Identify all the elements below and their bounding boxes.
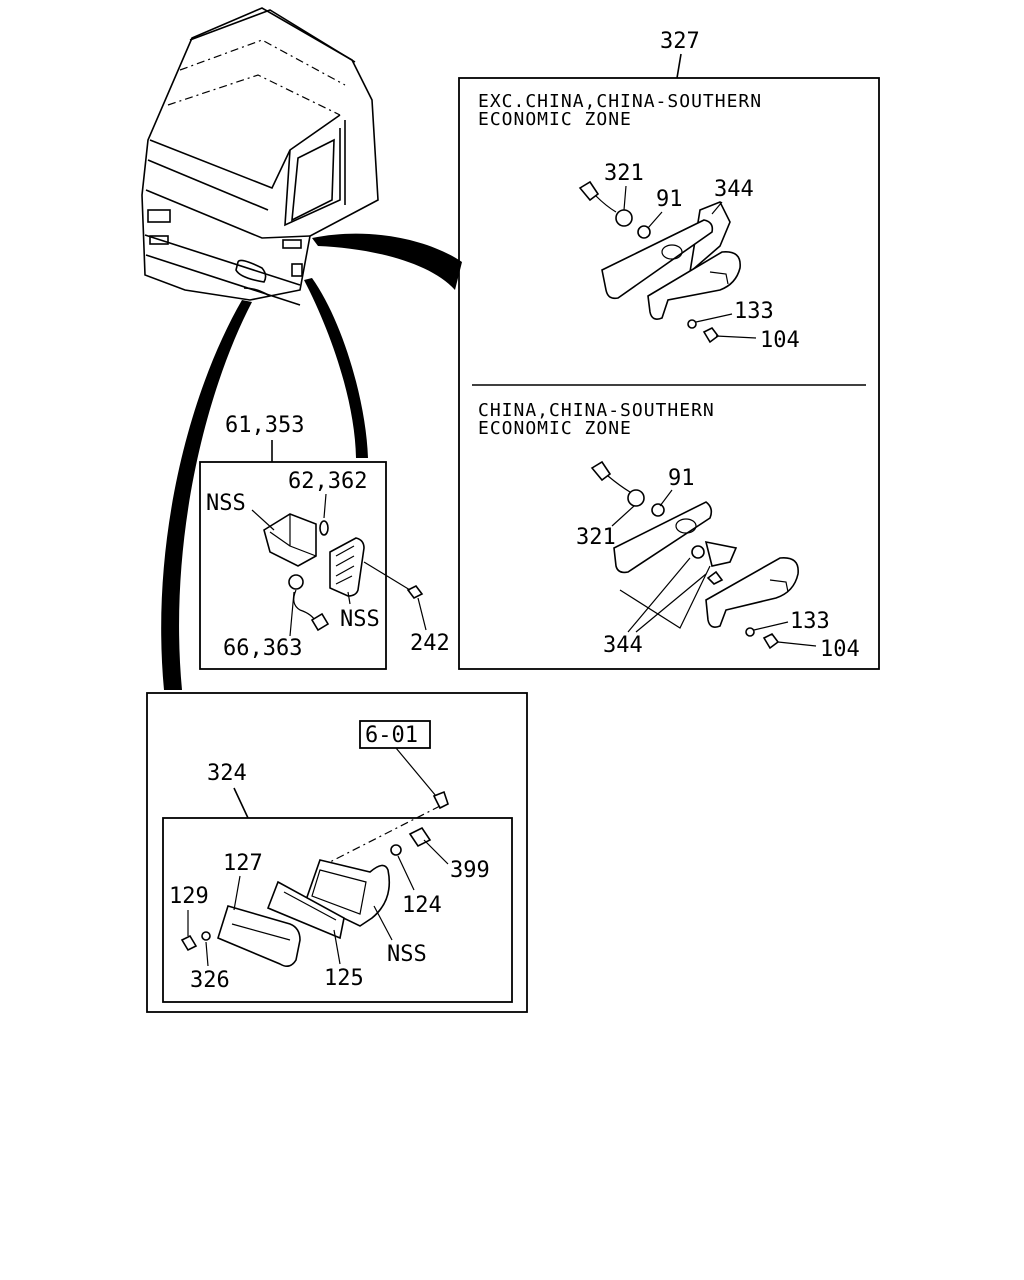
label-nss: NSS — [387, 942, 427, 967]
label-125: 125 — [324, 966, 364, 991]
corner-lamp-frame — [199, 461, 387, 670]
side-lamp-frame — [458, 77, 880, 670]
label-344: 344 — [603, 633, 643, 658]
label-62-362: 62,362 — [288, 469, 367, 494]
fog-lamp-section: 324 6-01 127 129 326 125 NSS 124 399 — [146, 692, 528, 1013]
label-344: 344 — [714, 177, 754, 202]
label-124: 124 — [402, 893, 442, 918]
label-104: 104 — [820, 637, 860, 662]
label-326: 326 — [190, 968, 230, 993]
variant-a-exc-china: EXC.CHINA,CHINA-SOUTHERN ECONOMIC ZONE 3… — [478, 91, 800, 353]
variant-b-header-line1: CHINA,CHINA-SOUTHERN — [478, 400, 715, 421]
label-66-363: 66,363 — [223, 636, 302, 661]
label-399: 399 — [450, 858, 490, 883]
label-129: 129 — [169, 884, 209, 909]
label-321: 321 — [604, 161, 644, 186]
truck-cab-illustration — [141, 7, 379, 306]
label-104: 104 — [760, 328, 800, 353]
label-nss: NSS — [340, 607, 380, 632]
fog-lamp-inner-frame — [162, 817, 513, 1003]
label-321: 321 — [576, 525, 616, 550]
label-91: 91 — [656, 187, 683, 212]
label-133: 133 — [790, 609, 830, 634]
label-nss: NSS — [206, 491, 246, 516]
label-127: 127 — [223, 851, 263, 876]
ref-label-327: 327 — [660, 29, 700, 54]
see-ref-label: 6-01 — [365, 723, 418, 748]
see-ref-box — [359, 720, 431, 749]
fog-lamp-outer-frame — [146, 692, 528, 1013]
side-lamp-section: 327 EXC.CHINA,CHINA-SOUTHERN ECONOMIC ZO… — [458, 29, 880, 670]
variant-a-header-line2: ECONOMIC ZONE — [478, 109, 632, 130]
variant-b-header-line2: ECONOMIC ZONE — [478, 418, 632, 439]
ref-label-324: 324 — [207, 761, 247, 786]
corner-lamp-section: 61,353 62,362 NSS NSS 66,363 242 — [199, 413, 450, 670]
variant-a-header-line1: EXC.CHINA,CHINA-SOUTHERN — [478, 91, 762, 112]
label-242: 242 — [410, 631, 450, 656]
label-133: 133 — [734, 299, 774, 324]
variant-b-china: CHINA,CHINA-SOUTHERN ECONOMIC ZONE 91 32… — [478, 400, 860, 662]
ref-label-61-353: 61,353 — [225, 413, 304, 438]
label-91: 91 — [668, 466, 695, 491]
leader-bands — [161, 233, 462, 690]
